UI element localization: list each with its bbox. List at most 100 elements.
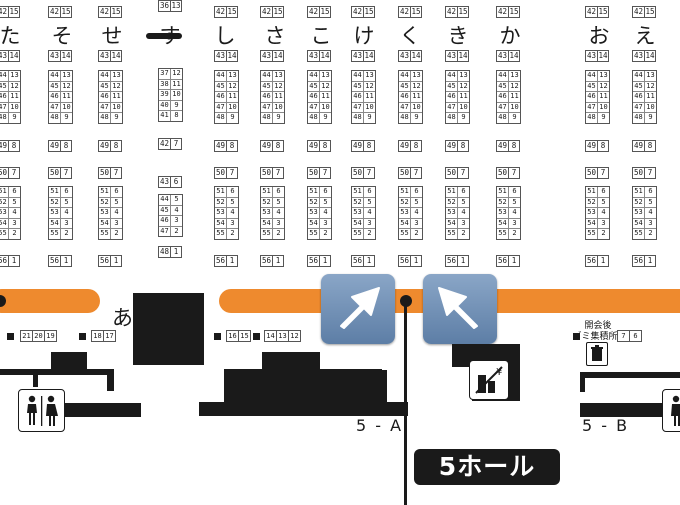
structure-mid [224,369,382,403]
up-left-arrow-button[interactable] [423,274,497,344]
up-right-arrow-button[interactable] [321,274,395,344]
wall-right-lower [580,403,680,417]
